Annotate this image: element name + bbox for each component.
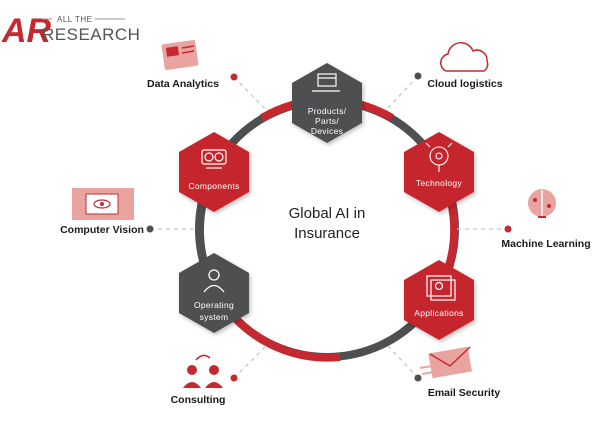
connector-email-security — [387, 345, 419, 379]
envelope-icon-motion2 — [421, 371, 435, 375]
connector-consulting — [233, 345, 267, 379]
connector-dots — [146, 72, 512, 382]
hex-products-line3: Devices — [311, 126, 343, 136]
brain-circuit-icon-node2 — [547, 204, 551, 208]
dot-cloud-logistics — [414, 72, 422, 80]
gears-icon-gear-left — [204, 152, 214, 162]
hex-components-shape — [179, 132, 249, 212]
app-window-icon — [426, 275, 456, 301]
analytics-screen-icon-block — [165, 46, 180, 57]
brain-circuit-icon-node1 — [533, 198, 537, 202]
circuit-head-icon-trace2 — [447, 142, 453, 148]
center-title-line1: Global AI in — [289, 205, 366, 222]
connector-data-analytics — [233, 76, 267, 111]
gears-icon — [201, 149, 227, 169]
logo-mark: AR — [1, 12, 52, 50]
logo-line1: ALL THE — [57, 15, 93, 24]
label-machine-learning: Machine Learning — [501, 238, 590, 250]
hex-applications-label: Applications — [414, 308, 463, 318]
label-data-analytics: Data Analytics — [147, 78, 219, 90]
hex-products[interactable] — [292, 63, 362, 143]
user-icon-head — [208, 269, 220, 281]
user-icon-body — [203, 284, 225, 293]
connectors — [150, 75, 508, 379]
brain-circuit-icon — [528, 189, 556, 226]
hex-products-shape — [292, 63, 362, 143]
hex-components-label: Components — [188, 181, 239, 191]
app-window-icon-gear — [434, 281, 444, 291]
app-window-icon-frame — [426, 275, 452, 297]
people-exchange-icon-body-left — [183, 382, 201, 388]
label-cloud-logistics: Cloud logistics — [427, 78, 502, 90]
label-consulting: Consulting — [171, 394, 226, 406]
circuit-head-icon-core — [435, 152, 443, 160]
hex-components[interactable] — [179, 132, 249, 212]
envelope-icon — [419, 346, 472, 379]
analytics-screen-icon — [161, 40, 199, 70]
eye-screen-icon-eye — [93, 199, 111, 209]
dot-email-security — [414, 374, 422, 382]
logo-line2: RESEARCH — [42, 25, 140, 44]
center-title-line2: Insurance — [294, 225, 360, 242]
box-icon — [312, 73, 340, 92]
hex-products-line1: Products/ — [308, 106, 347, 116]
eye-screen-icon-pupil — [100, 202, 104, 206]
user-icon — [203, 269, 225, 293]
people-exchange-icon-arrow — [195, 354, 211, 361]
circuit-head-icon-trace1 — [425, 142, 431, 148]
dot-data-analytics — [230, 73, 238, 81]
eye-screen-icon — [72, 188, 134, 220]
analytics-screen-icon-line2 — [181, 50, 195, 54]
people-exchange-icon-head-right — [209, 365, 219, 375]
people-exchange-icon — [183, 354, 223, 388]
cloud-icon — [440, 42, 489, 72]
hex-operating-shape — [179, 253, 249, 333]
connector-cloud-logistics — [385, 75, 419, 111]
people-exchange-icon-body-right — [205, 382, 223, 388]
app-window-icon-back — [430, 279, 456, 301]
label-computer-vision: Computer Vision — [60, 224, 144, 236]
box-icon-body — [317, 73, 337, 87]
gears-icon-frame — [201, 149, 227, 165]
hex-operating-system[interactable] — [179, 253, 249, 333]
dot-machine-learning — [504, 225, 512, 233]
envelope-icon-motion1 — [419, 365, 433, 369]
analytics-screen-icon-line1 — [181, 45, 195, 49]
label-email-security: Email Security — [428, 387, 501, 399]
hex-operating-line2: system — [200, 312, 229, 322]
circuit-head-icon — [425, 142, 453, 172]
ring-arc-bottom — [233, 316, 341, 362]
hex-products-line2: Parts/ — [315, 116, 339, 126]
dot-consulting — [230, 374, 238, 382]
envelope-icon-flap — [429, 346, 471, 367]
brand-logo: AR ALL THE RESEARCH — [1, 12, 140, 50]
hex-technology-label: Technology — [416, 178, 462, 188]
people-exchange-icon-head-left — [187, 365, 197, 375]
dot-computer-vision — [146, 225, 154, 233]
hex-operating-line1: Operating — [194, 300, 234, 310]
gears-icon-gear-right — [214, 152, 224, 162]
